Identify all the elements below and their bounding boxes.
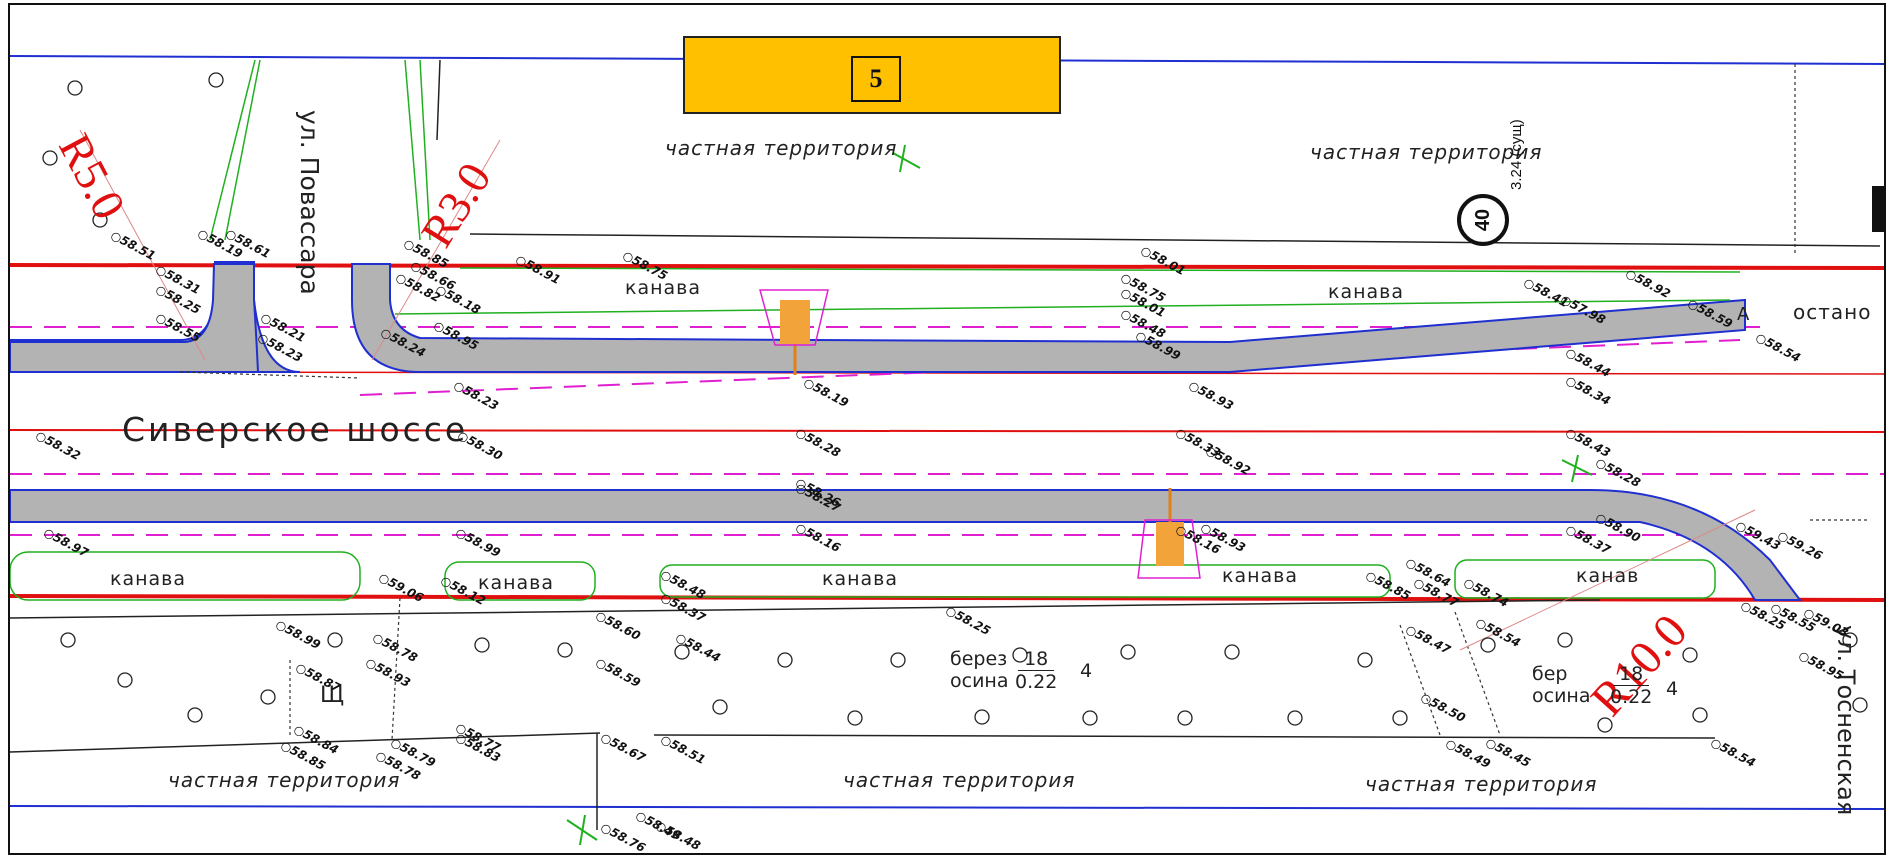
survey-crosses bbox=[566, 144, 1593, 846]
label-private-territory: частная территория bbox=[843, 768, 1076, 792]
label-bus-stop-marker: А bbox=[1737, 304, 1750, 325]
label-ditch: канав bbox=[1576, 565, 1640, 587]
label-ditch: канава bbox=[1222, 565, 1299, 587]
dotted-lines bbox=[179, 64, 1870, 741]
sheet-badge: 5 bbox=[683, 36, 1061, 114]
label-bus-stop: остано bbox=[1793, 300, 1872, 324]
tree-fraction-denominator: 0.22 bbox=[1015, 671, 1058, 693]
curb-ramps bbox=[759, 289, 1201, 579]
tree-description-1: берез осина bbox=[950, 648, 1008, 692]
ditch-outlines bbox=[9, 59, 1741, 601]
label-ditch: канава bbox=[625, 277, 702, 299]
lower-road bbox=[9, 489, 1802, 601]
tree-count-2: 4 bbox=[1666, 678, 1679, 700]
tree-species-1: берез bbox=[950, 648, 1008, 670]
tree-fraction-denominator: 0.22 bbox=[1610, 686, 1653, 708]
label-private-territory: частная территория bbox=[665, 136, 898, 160]
tree-species-2: осина bbox=[1532, 685, 1591, 707]
label-street-povassara: ул. Поваcсара bbox=[295, 110, 324, 295]
tree-fraction-2: 18 0.22 bbox=[1610, 663, 1652, 708]
label-street-tosnenskaya: ул. Тосненская bbox=[1832, 625, 1860, 816]
speed-limit-sign: 40 bbox=[1457, 194, 1509, 246]
label-ditch: канава bbox=[1328, 281, 1405, 303]
fences bbox=[9, 59, 1881, 830]
label-ditch: канава bbox=[822, 568, 899, 590]
radius-guides bbox=[79, 129, 1756, 651]
speed-sign-note: 3.24 (сущ) bbox=[1508, 119, 1525, 190]
tree-count-1: 4 bbox=[1080, 660, 1093, 682]
tree-fraction-numerator: 18 bbox=[1018, 648, 1055, 671]
upper-road-main bbox=[9, 263, 260, 373]
tree-species-2: осина bbox=[950, 670, 1009, 692]
tree-markers bbox=[42, 72, 1868, 733]
label-ditch: канава bbox=[110, 568, 187, 590]
label-shed: Щ bbox=[320, 683, 345, 708]
sheet-number: 5 bbox=[851, 56, 901, 102]
tree-description-2: бер осина bbox=[1532, 663, 1590, 707]
label-ditch: канава bbox=[478, 572, 555, 594]
label-private-territory: частная территория bbox=[1365, 772, 1598, 796]
label-private-territory: частная территория bbox=[1310, 140, 1543, 164]
tree-species-1: бер bbox=[1532, 663, 1568, 685]
label-highway-name: Сиверское шоссе bbox=[122, 410, 469, 449]
upper-road-east bbox=[351, 263, 1746, 373]
tree-fraction-numerator: 18 bbox=[1613, 663, 1650, 686]
label-private-territory: частная территория bbox=[168, 768, 401, 792]
tree-fraction-1: 18 0.22 bbox=[1015, 648, 1057, 693]
